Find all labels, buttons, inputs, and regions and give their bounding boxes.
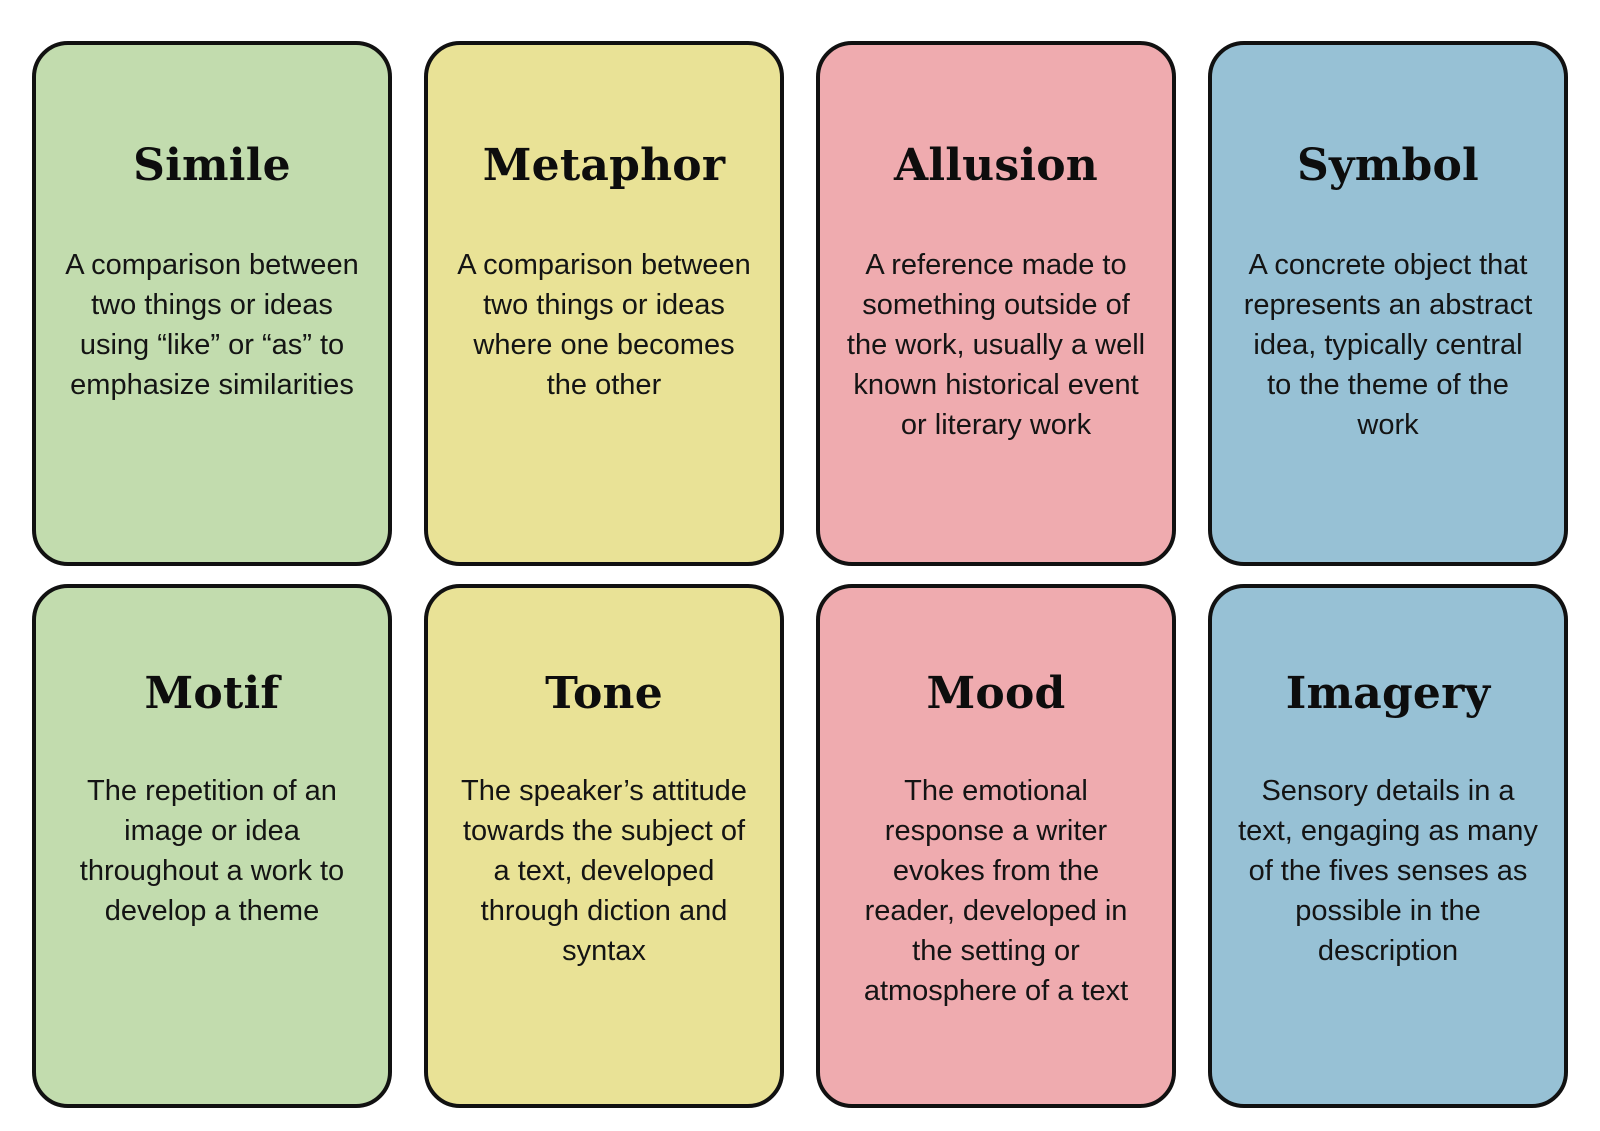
card-mood[interactable]: Mood The emotional response a writer evo… (816, 583, 1176, 1108)
card-description: The emotional response a writer evokes f… (863, 774, 1129, 1007)
card-imagery[interactable]: Imagery Sensory details in a text, engag… (1208, 583, 1568, 1108)
card-description: A concrete object that represents an abs… (1243, 249, 1533, 442)
card-allusion[interactable]: Allusion A reference made to something o… (816, 41, 1176, 566)
card-title: Metaphor (482, 140, 726, 191)
card-title: Simile (133, 140, 291, 191)
card-description: The repetition of an image or idea throu… (79, 774, 345, 927)
card-title: Imagery (1285, 667, 1491, 719)
card-description: Sensory details in a text, engaging as m… (1238, 774, 1538, 967)
card-title: Tone (545, 667, 663, 719)
card-description: A comparison between two things or ideas… (65, 249, 359, 402)
card-symbol[interactable]: Symbol A concrete object that represents… (1208, 41, 1568, 566)
card-title: Motif (144, 667, 280, 719)
card-grid: Simile A comparison between two things o… (32, 41, 1568, 1108)
card-description: A reference made to something outside of… (846, 249, 1146, 442)
card-simile[interactable]: Simile A comparison between two things o… (32, 41, 392, 566)
card-title: Mood (926, 667, 1066, 719)
card-title: Symbol (1297, 140, 1479, 191)
card-title: Allusion (894, 140, 1098, 191)
card-motif[interactable]: Motif The repetition of an image or idea… (32, 583, 392, 1108)
card-description: The speaker’s attitude towards the subje… (461, 774, 747, 967)
card-metaphor[interactable]: Metaphor A comparison between two things… (424, 41, 784, 566)
card-tone[interactable]: Tone The speaker’s attitude towards the … (424, 583, 784, 1108)
card-description: A comparison between two things or ideas… (457, 249, 751, 402)
